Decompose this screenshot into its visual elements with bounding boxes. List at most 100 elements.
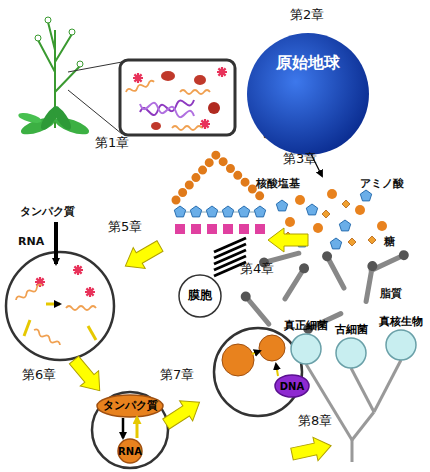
small-arrow [252,351,260,354]
protocell-circle [6,252,114,360]
organism-cell: 真核生物 [372,316,430,360]
earth-circle: 原始地球 [246,32,370,156]
small-arrow [88,326,96,340]
molecule-label: タンパク質 [20,206,75,218]
stage-arrow [290,434,334,466]
amino-acid [355,205,365,215]
chapter-label: 第3章 [283,152,317,166]
circle-outline [247,33,369,155]
rna-strand [125,80,155,94]
peptide-chain [176,155,262,200]
cell-body [386,330,416,360]
stage-arrow [268,228,308,252]
sugar-phosphate [223,224,233,234]
tree-branch [352,412,374,440]
tree-branch [374,360,401,412]
protein-blob [151,122,161,130]
sugar [342,200,350,208]
node-text: DNA [280,381,304,392]
amino-acid [295,195,305,205]
tree-branch [306,364,352,440]
chapter-label: 第7章 [160,368,194,382]
stage-arrow [119,236,166,277]
small-arrow [46,303,60,306]
circle-outline [118,439,142,463]
lipid [239,289,273,327]
vesicle-circle: 膜胞 [178,274,222,318]
nucleotide [222,206,233,217]
chapter-label: 第6章 [22,368,56,382]
chapter-label: 第1章 [95,136,129,150]
lipid [281,261,311,301]
amino-acid [285,217,295,227]
organism-cell: 古細菌 [326,324,376,368]
nucleobase [306,204,317,215]
lipid [369,249,410,275]
small-arrow [24,320,30,336]
rna-strand [15,283,43,301]
node-text: タンパク質 [103,400,158,412]
stage-arrow [159,392,206,434]
cell-body [291,334,321,364]
molecule-label: 糖 [384,236,395,248]
zoom-line [68,62,122,72]
small-arrow [276,364,278,376]
sugar-phosphate [255,224,265,234]
rna-strand [180,90,210,94]
protein-blob [161,71,175,81]
flow-arrow [54,222,58,264]
amino-acid [313,223,323,233]
node-text: 膜胞 [188,289,212,302]
rna-circle: RNA [117,438,143,464]
protein-sphere [259,335,285,361]
amino-acid [327,189,337,199]
tree-branch [351,368,374,412]
synthesis-arrow [122,418,125,438]
protein-blob [194,75,206,85]
tree-root [351,440,354,462]
rna-strand [66,306,96,310]
lipid [361,260,378,302]
plant-flower [77,61,83,67]
nucleobase [330,238,341,249]
molecule-label: 脂質 [380,288,402,300]
rna-strand [172,126,202,130]
protein-ellipse: タンパク質 [96,394,164,418]
plant-flower [69,29,75,35]
chapter-label: 第5章 [108,220,142,234]
feedback-arrow [136,418,139,438]
sugar [322,210,330,218]
node-text: RNA [118,446,142,457]
nucleobase [276,200,287,211]
nucleotide [206,206,217,217]
node-text: 古細菌 [335,324,368,336]
ellipse-outline [275,375,309,397]
plant-illustration [17,17,91,138]
node-text: 真正細菌 [284,320,328,332]
nucleotide [190,206,201,217]
sugar-phosphate [207,224,217,234]
cell-body [336,338,366,368]
protein-symbol [35,277,45,287]
plant-leaf [17,111,42,125]
plant-flower [35,35,41,41]
chapter-label: 第4章 [240,262,274,276]
molecule-label: RNA [18,236,44,248]
cell-circle [214,328,302,416]
nucleotide [174,206,185,217]
amino-acid [377,221,387,231]
nucleotide [254,206,265,217]
protein-symbol [85,287,95,297]
node-text: 原始地球 [276,54,340,72]
protein-symbol [217,67,227,77]
ellipse-outline [97,395,163,417]
rna-strand [33,328,61,346]
protein-symbol [133,73,143,83]
molecule-label: 核酸塩基 [256,178,300,190]
stage-arrow [65,352,109,398]
nucleobase [360,190,371,201]
protein-blob [208,102,220,114]
